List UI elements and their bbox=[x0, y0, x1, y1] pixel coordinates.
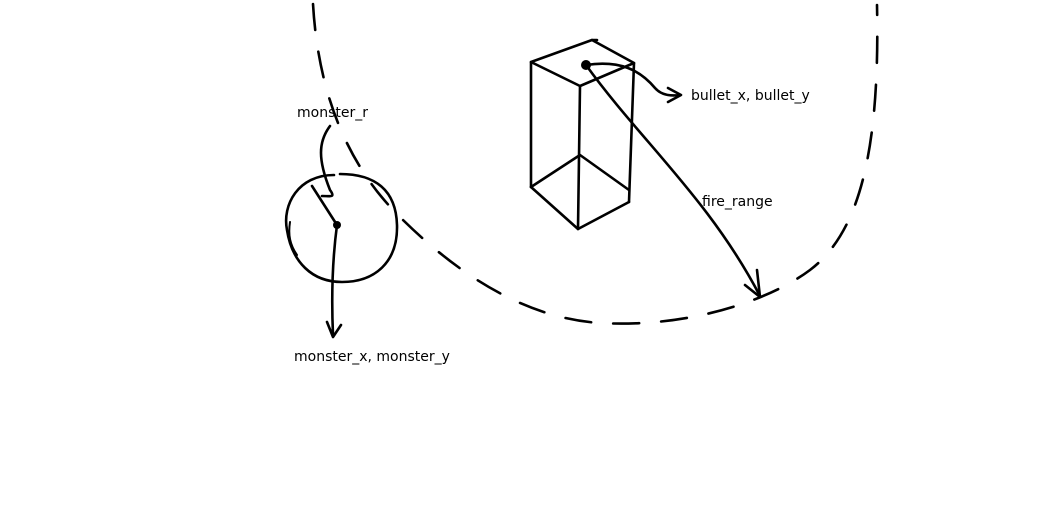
tower-box bbox=[529, 38, 636, 231]
bullet-pointer-arrow bbox=[584, 62, 682, 97]
monster-r-pointer bbox=[319, 124, 334, 198]
monster-circle-tick bbox=[288, 221, 298, 256]
monster-radius-line bbox=[310, 184, 339, 227]
fire-range-arc bbox=[311, 2, 879, 325]
fire-range-arrowhead bbox=[743, 268, 762, 299]
monster-center-arrow bbox=[330, 223, 339, 337]
monster-circle bbox=[284, 172, 399, 284]
monster-center-arrowhead bbox=[325, 320, 343, 339]
fire-range-radius-line bbox=[584, 63, 762, 298]
monster-r-label: monster_r bbox=[297, 105, 368, 121]
bullet-xy-label: bullet_x, bullet_y bbox=[691, 88, 810, 104]
bullet-pointer-arrowhead bbox=[666, 86, 683, 104]
fire-range-label: fire_range bbox=[702, 194, 773, 210]
monster-xy-label: monster_x, monster_y bbox=[294, 349, 450, 365]
